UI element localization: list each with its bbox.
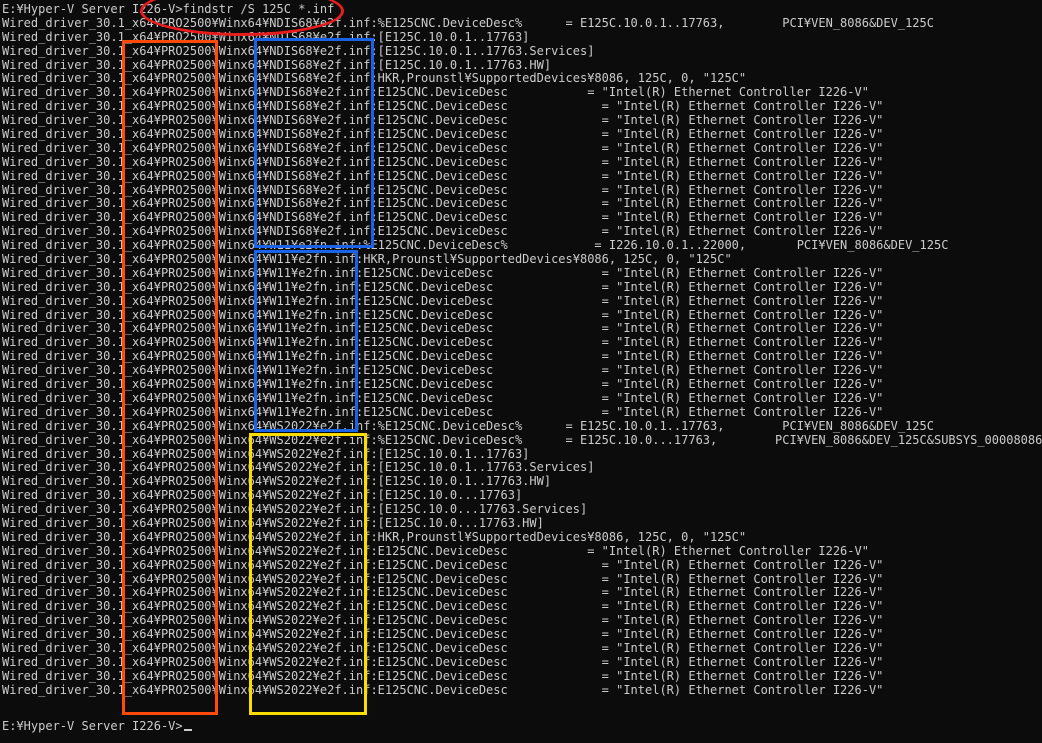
result-line: Wired_driver_30.1_x64¥PRO2500¥Winx64¥W11…: [2, 279, 884, 294]
result-line: Wired_driver_30.1_x64¥PRO2500¥Winx64¥WS2…: [2, 627, 884, 642]
result-line: Wired_driver_30.1_x64¥PRO2500¥Winx64¥NDI…: [2, 15, 934, 30]
result-line: Wired_driver_30.1_x64¥PRO2500¥Winx64¥WS2…: [2, 543, 869, 558]
result-line: Wired_driver_30.1_x64¥PRO2500¥Winx64¥WS2…: [2, 557, 884, 572]
result-line: Wired_driver_30.1_x64¥PRO2500¥Winx64¥WS2…: [2, 460, 595, 475]
result-line: Wired_driver_30.1_x64¥PRO2500¥Winx64¥NDI…: [2, 210, 884, 225]
final-prompt[interactable]: E:¥Hyper-V Server I226-V>: [2, 719, 192, 734]
result-line: Wired_driver_30.1_x64¥PRO2500¥Winx64¥WS2…: [2, 529, 747, 544]
result-line: Wired_driver_30.1_x64¥PRO2500¥Winx64¥WS2…: [2, 502, 588, 517]
result-line: Wired_driver_30.1_x64¥PRO2500¥Winx64¥NDI…: [2, 224, 884, 239]
result-line: Wired_driver_30.1_x64¥PRO2500¥Winx64¥W11…: [2, 404, 884, 419]
result-line: Wired_driver_30.1_x64¥PRO2500¥Winx64¥W11…: [2, 363, 884, 378]
result-line: Wired_driver_30.1_x64¥PRO2500¥Winx64¥WS2…: [2, 515, 544, 530]
result-line: Wired_driver_30.1_x64¥PRO2500¥Winx64¥WS2…: [2, 682, 884, 697]
result-line: Wired_driver_30.1_x64¥PRO2500¥Winx64¥WS2…: [2, 668, 884, 683]
result-line: Wired_driver_30.1_x64¥PRO2500¥Winx64¥W11…: [2, 307, 884, 322]
result-line: Wired_driver_30.1_x64¥PRO2500¥Winx64¥NDI…: [2, 99, 884, 114]
result-line: Wired_driver_30.1_x64¥PRO2500¥Winx64¥WS2…: [2, 488, 523, 503]
result-line: Wired_driver_30.1_x64¥PRO2500¥Winx64¥WS2…: [2, 599, 884, 614]
result-line: Wired_driver_30.1_x64¥PRO2500¥Winx64¥NDI…: [2, 127, 884, 142]
result-line: Wired_driver_30.1_x64¥PRO2500¥Winx64¥W11…: [2, 349, 884, 364]
result-line: Wired_driver_30.1_x64¥PRO2500¥Winx64¥W11…: [2, 377, 884, 392]
console-output: E:¥Hyper-V Server I226-V>findstr /S 125C…: [2, 2, 1042, 698]
result-line: Wired_driver_30.1_x64¥PRO2500¥Winx64¥NDI…: [2, 29, 530, 44]
result-line: Wired_driver_30.1_x64¥PRO2500¥Winx64¥W11…: [2, 335, 884, 350]
result-line: Wired_driver_30.1_x64¥PRO2500¥Winx64¥NDI…: [2, 182, 884, 197]
search-results: Wired_driver_30.1_x64¥PRO2500¥Winx64¥NDI…: [2, 15, 1042, 698]
command-line: E:¥Hyper-V Server I226-V>findstr /S 125C…: [2, 2, 335, 16]
result-line: Wired_driver_30.1_x64¥PRO2500¥Winx64¥NDI…: [2, 196, 884, 211]
result-line: Wired_driver_30.1_x64¥PRO2500¥Winx64¥NDI…: [2, 168, 884, 183]
result-line: Wired_driver_30.1_x64¥PRO2500¥Winx64¥NDI…: [2, 85, 869, 100]
result-line: Wired_driver_30.1_x64¥PRO2500¥Winx64¥NDI…: [2, 71, 747, 86]
result-line: Wired_driver_30.1_x64¥PRO2500¥Winx64¥WS2…: [2, 654, 884, 669]
result-line: Wired_driver_30.1_x64¥PRO2500¥Winx64¥NDI…: [2, 43, 595, 58]
result-line: Wired_driver_30.1_x64¥PRO2500¥Winx64¥NDI…: [2, 140, 884, 155]
result-line: Wired_driver_30.1_x64¥PRO2500¥Winx64¥W11…: [2, 265, 884, 280]
result-line: Wired_driver_30.1_x64¥PRO2500¥Winx64¥W11…: [2, 293, 884, 308]
result-line: Wired_driver_30.1_x64¥PRO2500¥Winx64¥WS2…: [2, 432, 1042, 447]
prompt-text: E:¥Hyper-V Server I226-V>: [2, 719, 183, 733]
result-line: Wired_driver_30.1_x64¥PRO2500¥Winx64¥W11…: [2, 238, 949, 253]
result-line: Wired_driver_30.1_x64¥PRO2500¥Winx64¥WS2…: [2, 640, 884, 655]
result-line: Wired_driver_30.1_x64¥PRO2500¥Winx64¥WS2…: [2, 474, 552, 489]
result-line: Wired_driver_30.1_x64¥PRO2500¥Winx64¥NDI…: [2, 57, 552, 72]
text-cursor: [183, 729, 192, 731]
result-line: Wired_driver_30.1_x64¥PRO2500¥Winx64¥WS2…: [2, 446, 530, 461]
result-line: Wired_driver_30.1_x64¥PRO2500¥Winx64¥WS2…: [2, 585, 884, 600]
result-line: Wired_driver_30.1_x64¥PRO2500¥Winx64¥WS2…: [2, 571, 884, 586]
result-line: Wired_driver_30.1_x64¥PRO2500¥Winx64¥NDI…: [2, 113, 884, 128]
result-line: Wired_driver_30.1_x64¥PRO2500¥Winx64¥W11…: [2, 252, 732, 267]
result-line: Wired_driver_30.1_x64¥PRO2500¥Winx64¥WS2…: [2, 613, 884, 628]
result-line: Wired_driver_30.1_x64¥PRO2500¥Winx64¥W11…: [2, 321, 884, 336]
result-line: Wired_driver_30.1_x64¥PRO2500¥Winx64¥NDI…: [2, 154, 884, 169]
result-line: Wired_driver_30.1_x64¥PRO2500¥Winx64¥WS2…: [2, 418, 934, 433]
result-line: Wired_driver_30.1_x64¥PRO2500¥Winx64¥W11…: [2, 390, 884, 405]
